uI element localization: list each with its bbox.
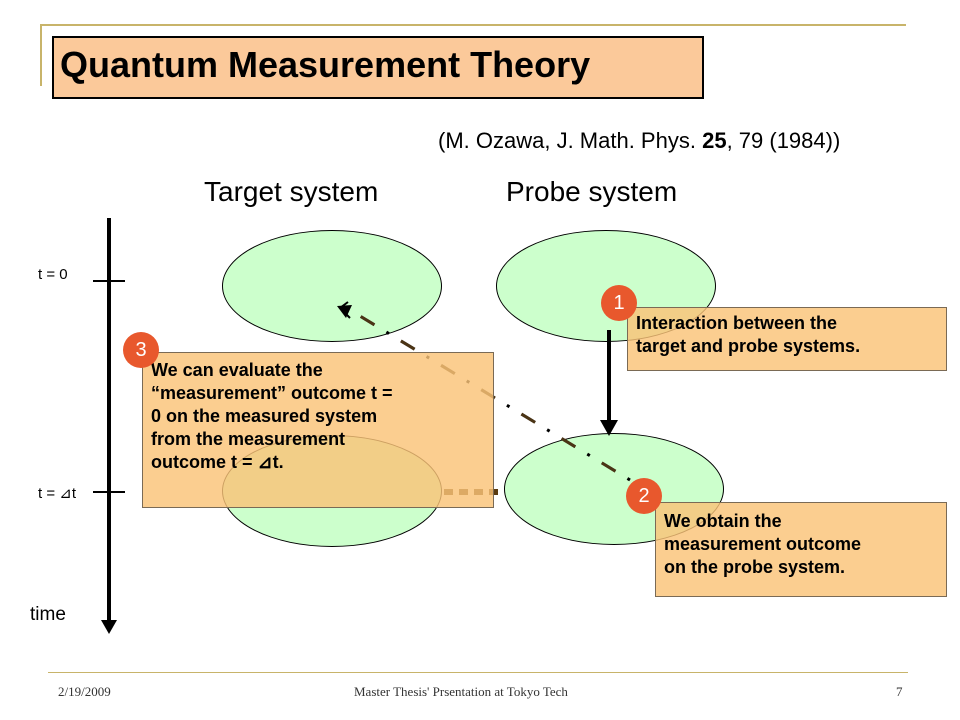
step3-badge: 3 (123, 332, 159, 368)
time-label: time (30, 604, 66, 625)
step3-line-3: 0 on the measured system (151, 406, 378, 426)
t0-label: t = 0 (38, 266, 68, 283)
interaction-arrow (600, 330, 618, 436)
step3-line-2: “measurement” outcome t = (151, 383, 393, 403)
slide-title: Quantum Measurement Theory (60, 44, 591, 85)
step1-note: Interaction between the target and probe… (627, 307, 947, 371)
frame-line-bottom (48, 672, 908, 673)
citation: (M. Ozawa, J. Math. Phys. 25, 79 (1984)) (438, 128, 840, 154)
footer-presentation: Master Thesis' Prsentation at Tokyo Tech (354, 684, 568, 699)
step3-line-4: from the measurement (151, 429, 346, 449)
step3-line-1: We can evaluate the (151, 360, 323, 380)
footer-date: 2/19/2009 (58, 684, 111, 699)
step2-badge: 2 (626, 478, 662, 514)
citation-volume: 25 (702, 128, 727, 153)
step2-line-3: on the probe system. (664, 557, 846, 577)
step1-line-1: Interaction between the (636, 313, 838, 333)
step3-note: We can evaluate the “measurement” outcom… (142, 352, 494, 508)
citation-suffix: , 79 (1984)) (726, 128, 841, 153)
footer-page-number: 7 (896, 684, 903, 699)
step2-line-2: measurement outcome (664, 534, 862, 554)
time-axis (93, 218, 125, 634)
tdt-label: t = ⊿t (38, 485, 76, 502)
frame-line-left (40, 24, 42, 86)
step2-note: We obtain the measurement outcome on the… (655, 502, 947, 597)
target-system-heading: Target system (204, 176, 379, 207)
step3-line-5: outcome t = ⊿t. (151, 452, 284, 472)
step1-line-2: target and probe systems. (636, 336, 861, 356)
citation-prefix: (M. Ozawa, J. Math. Phys. (438, 128, 703, 153)
step1-badge: 1 (601, 285, 637, 321)
probe-system-heading: Probe system (506, 176, 678, 207)
step2-line-1: We obtain the (664, 511, 782, 531)
target-system-t0-ellipse (222, 230, 442, 342)
frame-line-top (40, 24, 906, 26)
title-box (52, 36, 704, 99)
